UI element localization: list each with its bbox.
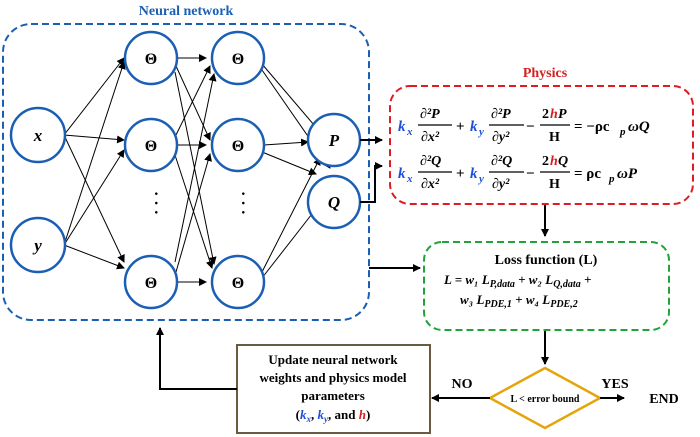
svg-text:H: H <box>549 130 560 145</box>
svg-text:∂y²: ∂y² <box>492 177 510 192</box>
svg-text:x: x <box>406 173 413 185</box>
svg-text:+: + <box>456 166 465 182</box>
svg-text:h: h <box>550 154 558 169</box>
svg-text:−: − <box>526 119 535 135</box>
svg-text:x: x <box>406 126 413 138</box>
svg-text:y: y <box>477 173 484 185</box>
hidden-node-1-2: Θ <box>123 117 179 173</box>
svg-text:∂²Q: ∂²Q <box>420 154 441 169</box>
decision-diamond <box>487 366 603 430</box>
svg-text:= ρc: = ρc <box>574 166 601 182</box>
svg-text:y: y <box>477 126 484 138</box>
svg-text:Θ: Θ <box>232 138 244 155</box>
svg-text:p: p <box>608 173 615 185</box>
svg-text:ωP: ωP <box>617 166 638 182</box>
svg-text:∂²P: ∂²P <box>420 107 440 122</box>
svg-text:= −ρc: = −ρc <box>574 119 610 135</box>
neural-network-box <box>2 23 370 321</box>
hidden-node-1-3: Θ <box>123 254 179 310</box>
svg-text:Update neural network: Update neural network <box>268 352 398 367</box>
svg-text:h: h <box>550 107 558 122</box>
decision-label: L < error bound <box>511 394 580 405</box>
svg-text:Θ: Θ <box>145 138 157 155</box>
input-node-y: y <box>9 216 67 274</box>
update-box <box>236 344 431 434</box>
end-label: END <box>649 392 679 407</box>
output-node-p: P <box>306 112 362 168</box>
svg-text:∂x²: ∂x² <box>421 130 440 145</box>
hidden-node-1-1: Θ <box>123 30 179 86</box>
svg-text:k: k <box>470 119 478 135</box>
loss-function-text: Loss function (L) L = w₁ LP,data + w₂ LQ… <box>443 253 598 310</box>
physics-title: Physics <box>523 66 568 81</box>
equation-1: k x ∂²P ∂x² + k y ∂²P ∂y² − 2 h P H = −ρ… <box>398 107 650 145</box>
hidden-node-2-3: Θ <box>210 254 266 310</box>
svg-text:ωQ: ωQ <box>628 119 650 135</box>
svg-text:y: y <box>32 236 42 255</box>
svg-text:+: + <box>456 119 465 135</box>
svg-text:∂x²: ∂x² <box>421 177 440 192</box>
output-to-physics-arrows <box>360 136 383 203</box>
hidden-layer-2-ellipsis: · · · <box>234 191 251 215</box>
svg-text:k: k <box>398 166 406 182</box>
svg-text:parameters: parameters <box>301 388 365 403</box>
update-text: Update neural network weights and physic… <box>260 352 407 424</box>
svg-text:−: − <box>526 166 535 182</box>
svg-text:2: 2 <box>542 107 549 122</box>
yes-label: YES <box>601 377 628 392</box>
svg-text:Θ: Θ <box>232 51 244 68</box>
svg-text:w₃ LPDE,1 + w₄ LPDE,2: w₃ LPDE,1 + w₄ LPDE,2 <box>460 292 578 310</box>
svg-text:2: 2 <box>542 154 549 169</box>
svg-text:p: p <box>619 126 626 138</box>
svg-text:Θ: Θ <box>232 275 244 292</box>
svg-text:P: P <box>328 131 340 150</box>
svg-text:Θ: Θ <box>145 275 157 292</box>
svg-text:P: P <box>558 107 567 122</box>
svg-text:Θ: Θ <box>145 51 157 68</box>
physics-box <box>389 85 694 205</box>
network-connections <box>63 54 331 286</box>
hidden-layer-1-ellipsis: · · · <box>147 191 164 215</box>
equation-2: k x ∂²Q ∂x² + k y ∂²Q ∂y² − 2 h Q H = ρc… <box>398 154 638 192</box>
update-to-network-arrow <box>156 327 237 390</box>
svg-text:(kx, ky, and h): (kx, ky, and h) <box>296 407 371 424</box>
input-node-x: x <box>9 106 67 164</box>
svg-text:Q: Q <box>558 154 568 169</box>
svg-text:H: H <box>549 177 560 192</box>
svg-text:x: x <box>33 126 43 145</box>
svg-text:L = w₁ LP,data + w₂ LQ,data +: L = w₁ LP,data + w₂ LQ,data + <box>443 272 591 290</box>
neural-network-title: Neural network <box>139 4 234 19</box>
svg-text:weights and physics model: weights and physics model <box>260 370 407 385</box>
loss-function-box <box>423 241 670 331</box>
no-label: NO <box>452 377 473 392</box>
output-node-q: Q <box>306 174 362 230</box>
hidden-node-2-1: Θ <box>210 30 266 86</box>
svg-text:Q: Q <box>328 193 340 212</box>
svg-text:∂²Q: ∂²Q <box>491 154 512 169</box>
svg-text:∂²P: ∂²P <box>491 107 511 122</box>
svg-text:k: k <box>398 119 406 135</box>
hidden-node-2-2: Θ <box>210 117 266 173</box>
svg-text:k: k <box>470 166 478 182</box>
svg-text:∂y²: ∂y² <box>492 130 510 145</box>
svg-text:Loss function (L): Loss function (L) <box>495 253 598 268</box>
